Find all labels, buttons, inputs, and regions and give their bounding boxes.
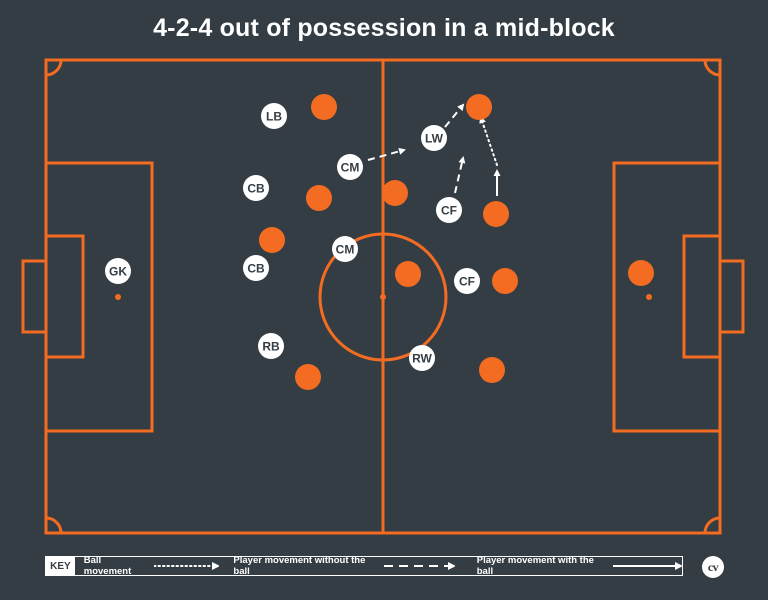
player-label: CM (336, 243, 355, 257)
corner-arc-top-right (703, 59, 721, 77)
right-penalty-area (612, 161, 722, 433)
player-marker: GK (105, 258, 131, 284)
dashed-arrow-icon (383, 562, 455, 570)
player-label: RB (262, 340, 280, 354)
player-circle (243, 175, 269, 201)
player-label: CF (459, 275, 475, 289)
player-circle (332, 236, 358, 262)
opponent-marker (306, 185, 332, 211)
opponent-marker (259, 227, 285, 253)
player-label: CM (341, 161, 360, 175)
corner-arc-bottom-left (45, 516, 63, 534)
player-circle (436, 197, 462, 223)
player-circle (258, 333, 284, 359)
right-goal (718, 259, 745, 334)
opponent-marker (295, 364, 321, 390)
centre-spot (380, 294, 386, 300)
player-marker: CF (436, 197, 462, 223)
dashed-movement-arrow (367, 147, 406, 161)
opponent-players (259, 94, 654, 390)
dotted-movement-arrow (479, 116, 498, 166)
player-circle (261, 103, 287, 129)
player-circle (421, 125, 447, 151)
player-marker: LB (261, 103, 287, 129)
opponent-marker (628, 260, 654, 286)
solid-arrow-icon (613, 562, 682, 570)
opponent-marker (311, 94, 337, 120)
key-with-ball: Player movement with the ball (477, 555, 682, 577)
player-marker: LW (421, 125, 447, 151)
left-goal-area (44, 234, 85, 359)
player-marker: CB (243, 175, 269, 201)
key-ball-movement-label: Ball movement (83, 555, 132, 577)
left-penalty-area (44, 161, 154, 433)
movement-arrows (367, 103, 501, 196)
dashed-movement-arrow (454, 156, 466, 194)
right-penalty-spot (646, 294, 652, 300)
pitch-lines (21, 58, 745, 535)
opponent-marker (483, 201, 509, 227)
corner-arc-top-left (45, 59, 63, 77)
key-without-ball-label: Player movement without the ball (233, 555, 366, 577)
centre-circle (318, 232, 448, 362)
player-label: CB (247, 182, 265, 196)
player-marker: CM (332, 236, 358, 262)
player-circle (337, 154, 363, 180)
key-with-ball-label: Player movement with the ball (476, 555, 594, 577)
player-circle (243, 255, 269, 281)
legend-key: KEY Ball movement Player movement withou… (45, 555, 683, 577)
player-label: GK (109, 265, 127, 279)
player-label: CB (247, 262, 265, 276)
key-label: KEY (46, 557, 75, 575)
player-marker: RB (258, 333, 284, 359)
opponent-marker (382, 180, 408, 206)
dotted-arrow-icon (154, 562, 220, 570)
cv-logo: cv (702, 556, 724, 578)
opponent-marker (492, 268, 518, 294)
page-title: 4-2-4 out of possession in a mid-block (153, 14, 615, 42)
player-label: LW (425, 132, 444, 146)
key-without-ball: Player movement without the ball (233, 555, 455, 577)
player-label: RW (412, 352, 432, 366)
player-marker: CM (337, 154, 363, 180)
player-circle (105, 258, 131, 284)
player-circle (454, 268, 480, 294)
right-goal-area (682, 234, 722, 359)
left-goal (21, 259, 48, 334)
player-label: CF (441, 204, 457, 218)
player-marker: CF (454, 268, 480, 294)
player-circle (409, 345, 435, 371)
dashed-movement-arrow (444, 103, 465, 128)
opponent-marker (466, 94, 492, 120)
player-marker: RW (409, 345, 435, 371)
player-label: LB (266, 110, 282, 124)
left-penalty-spot (115, 294, 121, 300)
opponent-marker (479, 357, 505, 383)
key-ball-movement: Ball movement (84, 555, 220, 577)
opponent-marker (395, 261, 421, 287)
corner-arc-bottom-right (703, 516, 721, 534)
team-players: GK LB CB CB RB CM CM LW CF CF RW (105, 103, 480, 371)
player-marker: CB (243, 255, 269, 281)
